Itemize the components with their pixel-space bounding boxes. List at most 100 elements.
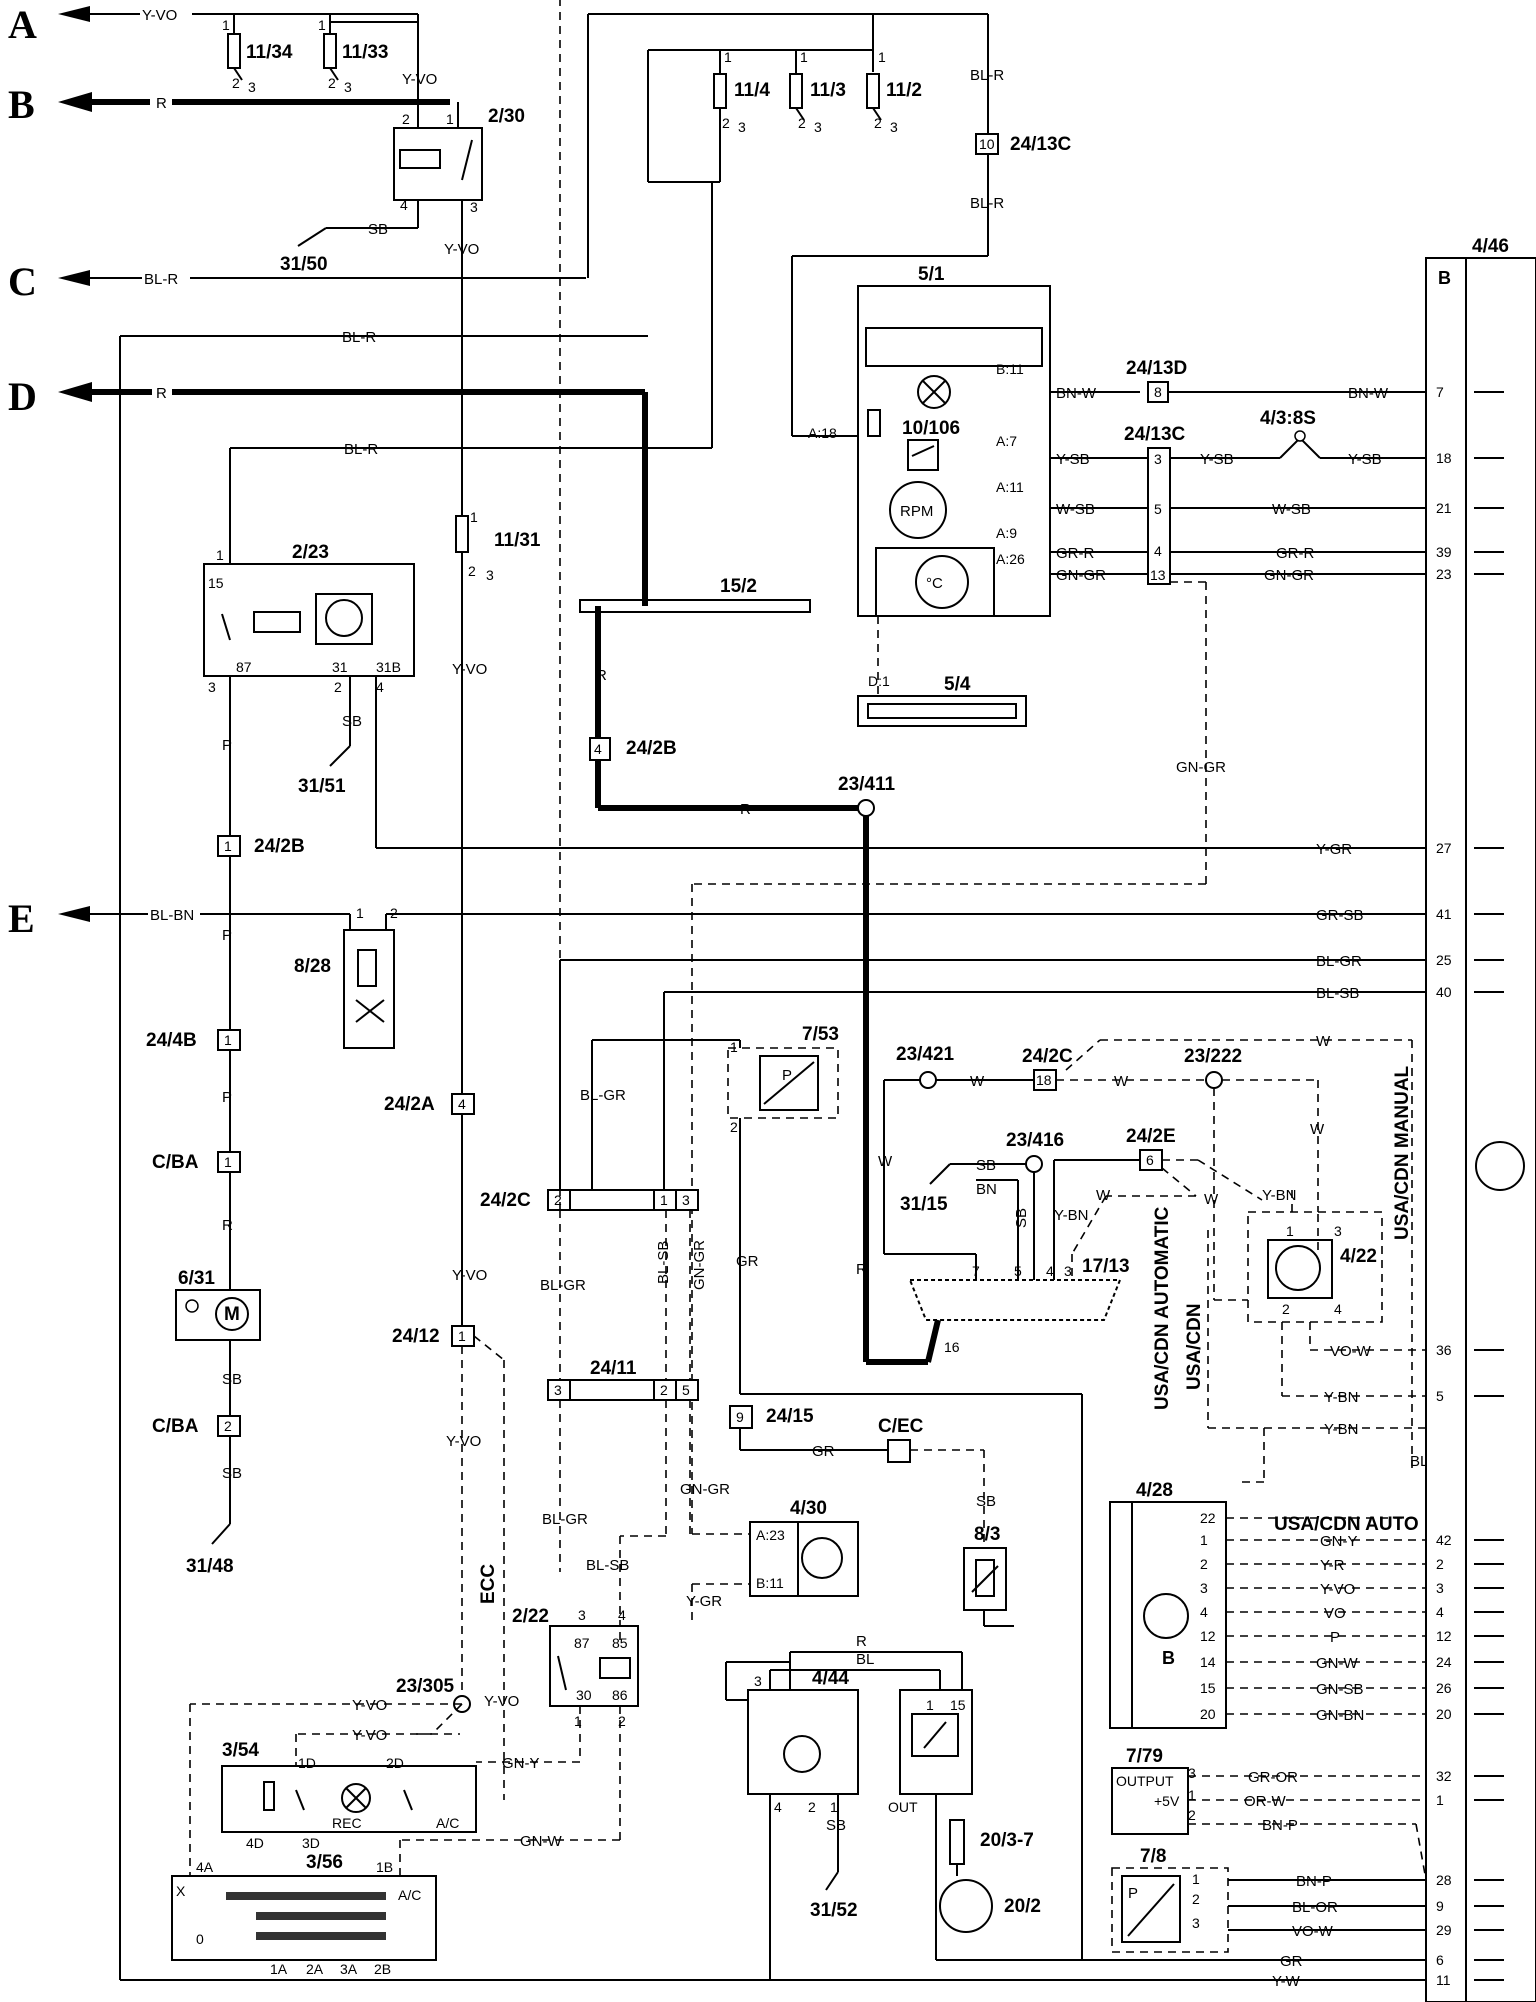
arrow-left-icon — [58, 270, 90, 286]
control-panel-3-54: 3/54 1D 2D 4D 3D REC A/C — [221, 1740, 477, 1851]
svg-text:3A: 3A — [340, 1961, 358, 1977]
svg-text:24/15: 24/15 — [766, 1406, 814, 1427]
connector-24-4b: 1 24/4B — [146, 1029, 241, 1051]
bus-15-2: 15/2 — [579, 576, 811, 613]
svg-text:24/13D: 24/13D — [1126, 358, 1187, 379]
svg-text:11/3: 11/3 — [810, 80, 846, 101]
svg-text:R: R — [596, 667, 607, 684]
svg-text:2: 2 — [554, 1192, 562, 1208]
svg-text:1: 1 — [800, 49, 808, 65]
svg-text:2A: 2A — [306, 1961, 324, 1977]
svg-text:2: 2 — [722, 115, 730, 131]
svg-text:Y-BN: Y-BN — [1324, 1389, 1358, 1406]
svg-text:R: R — [856, 1261, 867, 1278]
svg-text:USA/CDN AUTO: USA/CDN AUTO — [1274, 1514, 1419, 1535]
transistor-icon — [1475, 1141, 1525, 1191]
svg-text:BL-GR: BL-GR — [1316, 953, 1362, 970]
spark-icon — [939, 1879, 993, 1933]
svg-text:GN-Y: GN-Y — [502, 1755, 540, 1772]
svg-text:R: R — [740, 801, 751, 818]
ecu-4-46-pin: 24 — [1436, 1654, 1452, 1670]
svg-text:30: 30 — [576, 1687, 592, 1703]
ignition-module: 1 15 OUT — [888, 1689, 973, 1815]
svg-text:8: 8 — [1154, 384, 1162, 400]
ecu-4-28-pin: 12 — [1200, 1628, 1216, 1644]
svg-text:1: 1 — [446, 111, 454, 127]
svg-text:1: 1 — [878, 49, 886, 65]
relay-2-23: 2/23 15 87 31 31B — [203, 542, 415, 677]
display-5-4: 5/4 — [857, 674, 1027, 727]
transistor-icon — [1275, 1245, 1321, 1291]
svg-text:1: 1 — [730, 1039, 738, 1055]
svg-text:W-SB: W-SB — [1056, 501, 1095, 518]
ecu-4-46-pins: 7182139232741254036542234122426203212892… — [1436, 384, 1504, 1988]
svg-text:86: 86 — [612, 1687, 628, 1703]
svg-text:1: 1 — [216, 547, 224, 563]
svg-text:6/31: 6/31 — [178, 1268, 215, 1289]
ecu-4-46-pin: 18 — [1436, 450, 1452, 466]
svg-text:SB: SB — [1013, 1208, 1030, 1228]
svg-text:24/2C: 24/2C — [1022, 1046, 1073, 1067]
svg-text:BL-R: BL-R — [970, 195, 1004, 212]
svg-text:USA/CDN AUTOMATIC: USA/CDN AUTOMATIC — [1152, 1206, 1173, 1410]
svg-text:A:9: A:9 — [996, 525, 1017, 541]
diagnostic-connector-17-13: 17/13 7 5 4 3 16 — [908, 1256, 1130, 1355]
svg-text:Y-SB: Y-SB — [1056, 451, 1090, 468]
svg-text:1: 1 — [830, 1799, 838, 1815]
svg-text:87: 87 — [236, 659, 252, 675]
svg-text:7/53: 7/53 — [802, 1024, 839, 1045]
svg-text:B:11: B:11 — [996, 361, 1024, 377]
svg-text:Y-VO: Y-VO — [1320, 1581, 1355, 1598]
svg-text:X: X — [176, 1883, 186, 1899]
svg-text:4/30: 4/30 — [790, 1498, 827, 1519]
svg-text:15: 15 — [208, 575, 224, 591]
valve-8-28: 8/28 1 2 — [294, 905, 398, 1049]
motor-6-31: 6/31 M — [175, 1268, 261, 1341]
svg-text:17/13: 17/13 — [1082, 1256, 1130, 1277]
svg-text:SB: SB — [342, 713, 362, 730]
svg-text:1: 1 — [470, 509, 478, 525]
svg-text:W: W — [1310, 1121, 1325, 1138]
svg-text:R: R — [856, 1633, 867, 1650]
svg-text:BN-P: BN-P — [1296, 1873, 1332, 1890]
svg-text:6: 6 — [1146, 1152, 1154, 1168]
ecu-4-46-pin: 2 — [1436, 1556, 1444, 1572]
ecu-4-46-pin: 39 — [1436, 544, 1452, 560]
side-connector-d-label: D — [8, 374, 37, 419]
svg-text:4/3:8S: 4/3:8S — [1260, 408, 1316, 429]
sensor-7-79: 7/79 OUTPUT +5V 3 1 2 — [1111, 1746, 1196, 1835]
ecu-4-28-pin: 22 — [1200, 1510, 1216, 1526]
svg-text:SB: SB — [826, 1817, 846, 1834]
svg-text:1: 1 — [660, 1192, 668, 1208]
svg-text:2: 2 — [334, 679, 342, 695]
svg-text:1: 1 — [458, 1328, 466, 1344]
side-connector-d: D R — [8, 374, 645, 419]
svg-text:16: 16 — [944, 1339, 960, 1355]
svg-text:Y-VO: Y-VO — [352, 1697, 387, 1714]
svg-text:31/48: 31/48 — [186, 1556, 234, 1577]
svg-text:BL: BL — [856, 1651, 874, 1668]
svg-text:RPM: RPM — [900, 503, 933, 520]
svg-text:3/54: 3/54 — [222, 1740, 259, 1761]
svg-text:2: 2 — [328, 75, 336, 91]
svg-text:7/8: 7/8 — [1140, 1846, 1166, 1867]
svg-text:Y-W: Y-W — [1272, 1973, 1301, 1990]
ecu-4-28-pin: 1 — [1200, 1532, 1208, 1548]
svg-text:Y-VO: Y-VO — [446, 1433, 481, 1450]
svg-text:GN-SB: GN-SB — [1316, 1681, 1364, 1698]
svg-text:13: 13 — [1150, 567, 1166, 583]
ecu-4-28-pin: 4 — [1200, 1604, 1208, 1620]
svg-text:20/3-7: 20/3-7 — [980, 1830, 1034, 1851]
svg-text:GR-OR: GR-OR — [1248, 1769, 1298, 1786]
svg-text:GN-W: GN-W — [1316, 1655, 1358, 1672]
svg-text:SB: SB — [368, 221, 388, 238]
sensor-8-3: 8/3 — [963, 1524, 1007, 1611]
svg-text:M: M — [224, 1304, 240, 1325]
svg-text:5: 5 — [682, 1382, 690, 1398]
ecu-4-46-pin: 28 — [1436, 1872, 1452, 1888]
svg-text:BL-SB: BL-SB — [586, 1557, 629, 1574]
svg-text:P: P — [1330, 1629, 1340, 1646]
svg-text:1: 1 — [1286, 1223, 1294, 1239]
svg-text:C/EC: C/EC — [878, 1416, 924, 1437]
svg-text:2: 2 — [730, 1119, 738, 1135]
